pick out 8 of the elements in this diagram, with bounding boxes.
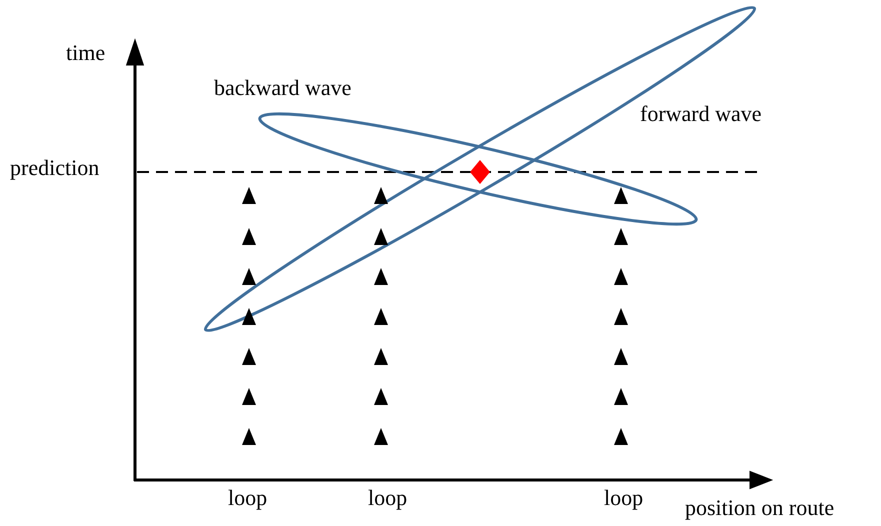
- axis-label: position on route: [685, 497, 834, 519]
- axis-label: prediction: [10, 157, 100, 179]
- wave-label: forward wave: [640, 103, 762, 125]
- axis-label: time: [66, 42, 106, 64]
- loop-label: loop: [368, 487, 408, 509]
- wave-label: backward wave: [214, 77, 352, 99]
- loop-label: loop: [604, 487, 644, 509]
- loop-label: loop: [228, 487, 268, 509]
